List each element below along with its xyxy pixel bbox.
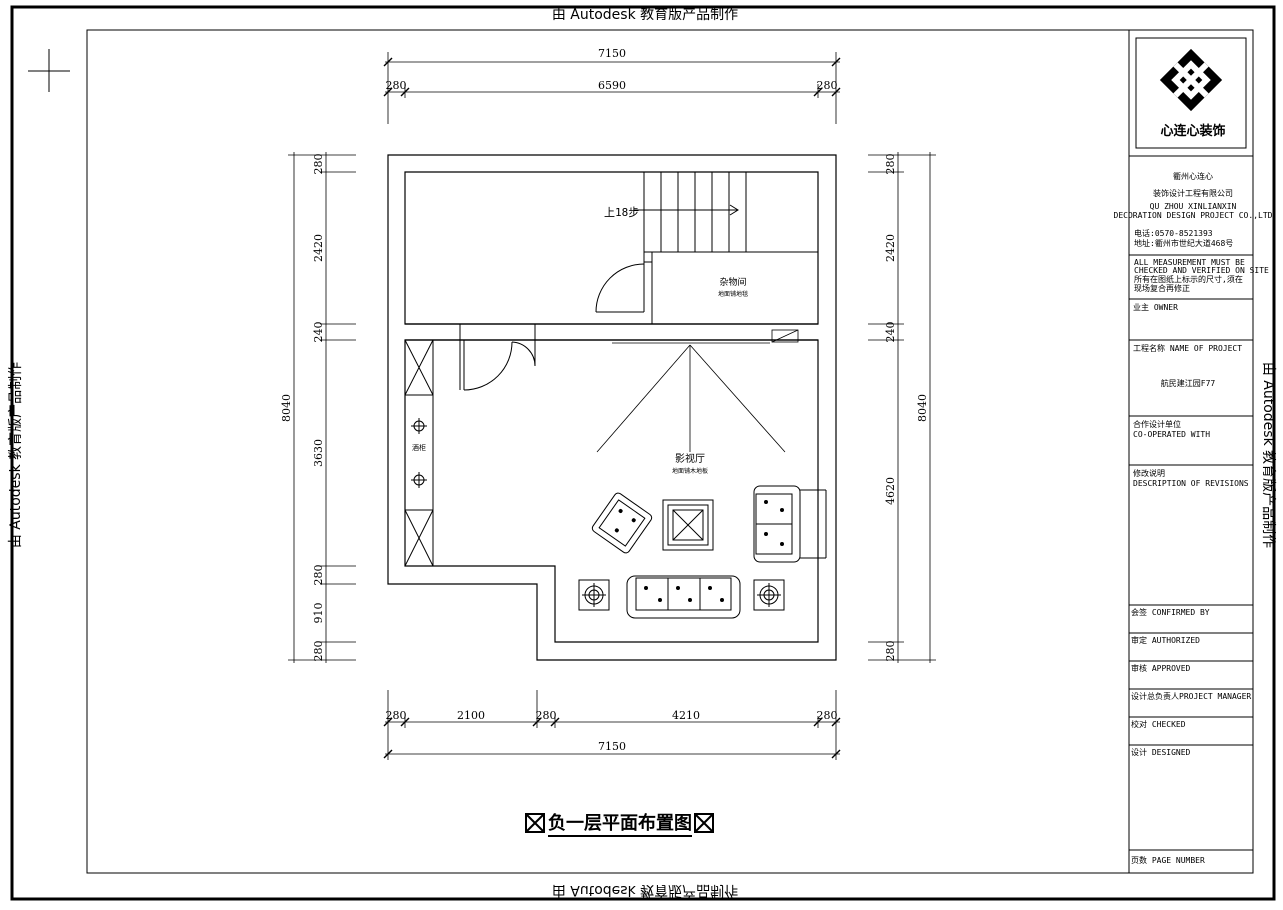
watermark-left: 由 Autodesk 教育版产品制作 (8, 362, 24, 548)
watermark-top: 由 Autodesk 教育版产品制作 (552, 7, 738, 23)
page-number-label: 页数 PAGE NUMBER (1131, 855, 1205, 865)
designed-label: 设计 DESIGNED (1131, 747, 1191, 757)
company-cn-1: 衢州心连心 (1173, 171, 1213, 181)
watermark-bottom: 由 Autodesk 教育版产品制作 (552, 882, 738, 898)
revisions-label-cn: 修改说明 (1133, 468, 1165, 478)
dim-bottom-2: 2100 (457, 709, 485, 722)
manager-label: 设计总负责人PROJECT MANAGER (1131, 691, 1251, 701)
drawing-title-block: 负一层平面布置图 (525, 812, 714, 837)
authorized-label: 审定 AUTHORIZED (1131, 635, 1200, 645)
outer-frame (10, 5, 1276, 901)
dim-bottom-1: 280 (386, 709, 407, 722)
theater-room-name: 影视厅 (675, 452, 705, 465)
dim-right-1: 280 (884, 154, 897, 175)
dim-left-5: 280 (312, 565, 325, 586)
note-line-3: 所有在图纸上标示的尺寸,须在 (1134, 274, 1243, 284)
storage-room-sub: 地面铺地毯 (718, 290, 748, 298)
coop-label-cn: 合作设计单位 (1133, 419, 1181, 429)
side-table-right (753, 579, 785, 611)
confirmed-label: 会签 CONFIRMED BY (1131, 607, 1210, 617)
dimension-ticks (383, 57, 841, 759)
coop-label-en: CO-OPERATED WITH (1133, 430, 1210, 439)
company-en-2: DECORATION DESIGN PROJECT CO.,LTD (1114, 211, 1273, 220)
wine-cabinet-label: 酒柜 (412, 443, 426, 452)
dim-left-2: 2420 (312, 234, 325, 262)
sofa-bottom (626, 575, 741, 619)
dim-right-2: 2420 (884, 234, 897, 262)
company-address: 地址:衢州市世纪大道468号 (1134, 238, 1233, 248)
storage-door (595, 262, 645, 313)
dim-top-1: 280 (386, 79, 407, 92)
logo-text: 心连心装饰 (1160, 123, 1225, 139)
title-ornament-right-icon (694, 813, 714, 833)
company-en-1: QU ZHOU XINLIANXIN (1150, 202, 1237, 211)
dimension-lines (288, 52, 936, 760)
dim-bottom-3: 280 (536, 709, 557, 722)
dims-right-text: 280 2420 240 4620 280 8040 (884, 154, 929, 662)
note-line-4: 现场复合再修正 (1134, 283, 1190, 293)
project-name: 航民建江园F77 (1161, 378, 1216, 388)
checked-label: 校对 CHECKED (1131, 719, 1186, 729)
dim-right-total: 8040 (916, 394, 929, 422)
dim-left-total: 8040 (280, 394, 293, 422)
dim-bottom-total: 7150 (598, 740, 626, 753)
inner-frame (86, 29, 1254, 874)
dim-left-3: 240 (312, 322, 325, 343)
coffee-table (662, 499, 714, 551)
crosshair-icon (28, 49, 70, 92)
approved-label: 审核 APPROVED (1131, 663, 1191, 673)
title-ornament-left-icon (525, 813, 545, 833)
theater-room-sub: 地面铺木地板 (672, 467, 708, 475)
revisions-label-en: DESCRIPTION OF REVISIONS (1133, 479, 1249, 488)
staircase (634, 171, 818, 324)
storage-room-name: 杂物间 (719, 276, 746, 288)
wine-cabinet (404, 339, 434, 567)
title-block-grid (1128, 30, 1253, 873)
drawing-title: 负一层平面布置图 (548, 812, 692, 834)
dim-bottom-4: 4210 (672, 709, 700, 722)
theater-door (459, 324, 536, 391)
owner-label: 业主 OWNER (1133, 302, 1178, 312)
note-line-2: CHECKED AND VERIFIED ON SITE (1134, 266, 1269, 275)
dim-left-7: 280 (312, 641, 325, 662)
dim-right-5: 280 (884, 641, 897, 662)
company-logo-icon (1159, 48, 1223, 112)
stair-label: 上18步 (604, 206, 639, 219)
watermark-right: 由 Autodesk 教育版产品制作 (1260, 362, 1276, 548)
dim-right-4: 4620 (884, 477, 897, 505)
dim-top-2: 6590 (598, 79, 626, 92)
company-cn-2: 装饰设计工程有限公司 (1153, 188, 1233, 198)
dim-right-3: 240 (884, 322, 897, 343)
dim-bottom-5: 280 (817, 709, 838, 722)
project-label: 工程名称 NAME OF PROJECT (1133, 343, 1242, 353)
ceiling-lines (596, 329, 799, 453)
dim-left-6: 910 (312, 603, 325, 624)
company-phone: 电话:0570-8521393 (1134, 228, 1213, 238)
note-line-1: ALL MEASUREMENT MUST BE (1134, 258, 1245, 267)
dim-left-4: 3630 (312, 439, 325, 467)
dims-left-text: 280 2420 240 3630 280 910 280 8040 (280, 154, 325, 662)
armchair-left (591, 492, 653, 554)
side-table-left (578, 579, 610, 611)
dim-left-1: 280 (312, 154, 325, 175)
dim-top-total: 7150 (598, 47, 626, 60)
dim-top-3: 280 (817, 79, 838, 92)
loveseat-right (753, 485, 827, 563)
